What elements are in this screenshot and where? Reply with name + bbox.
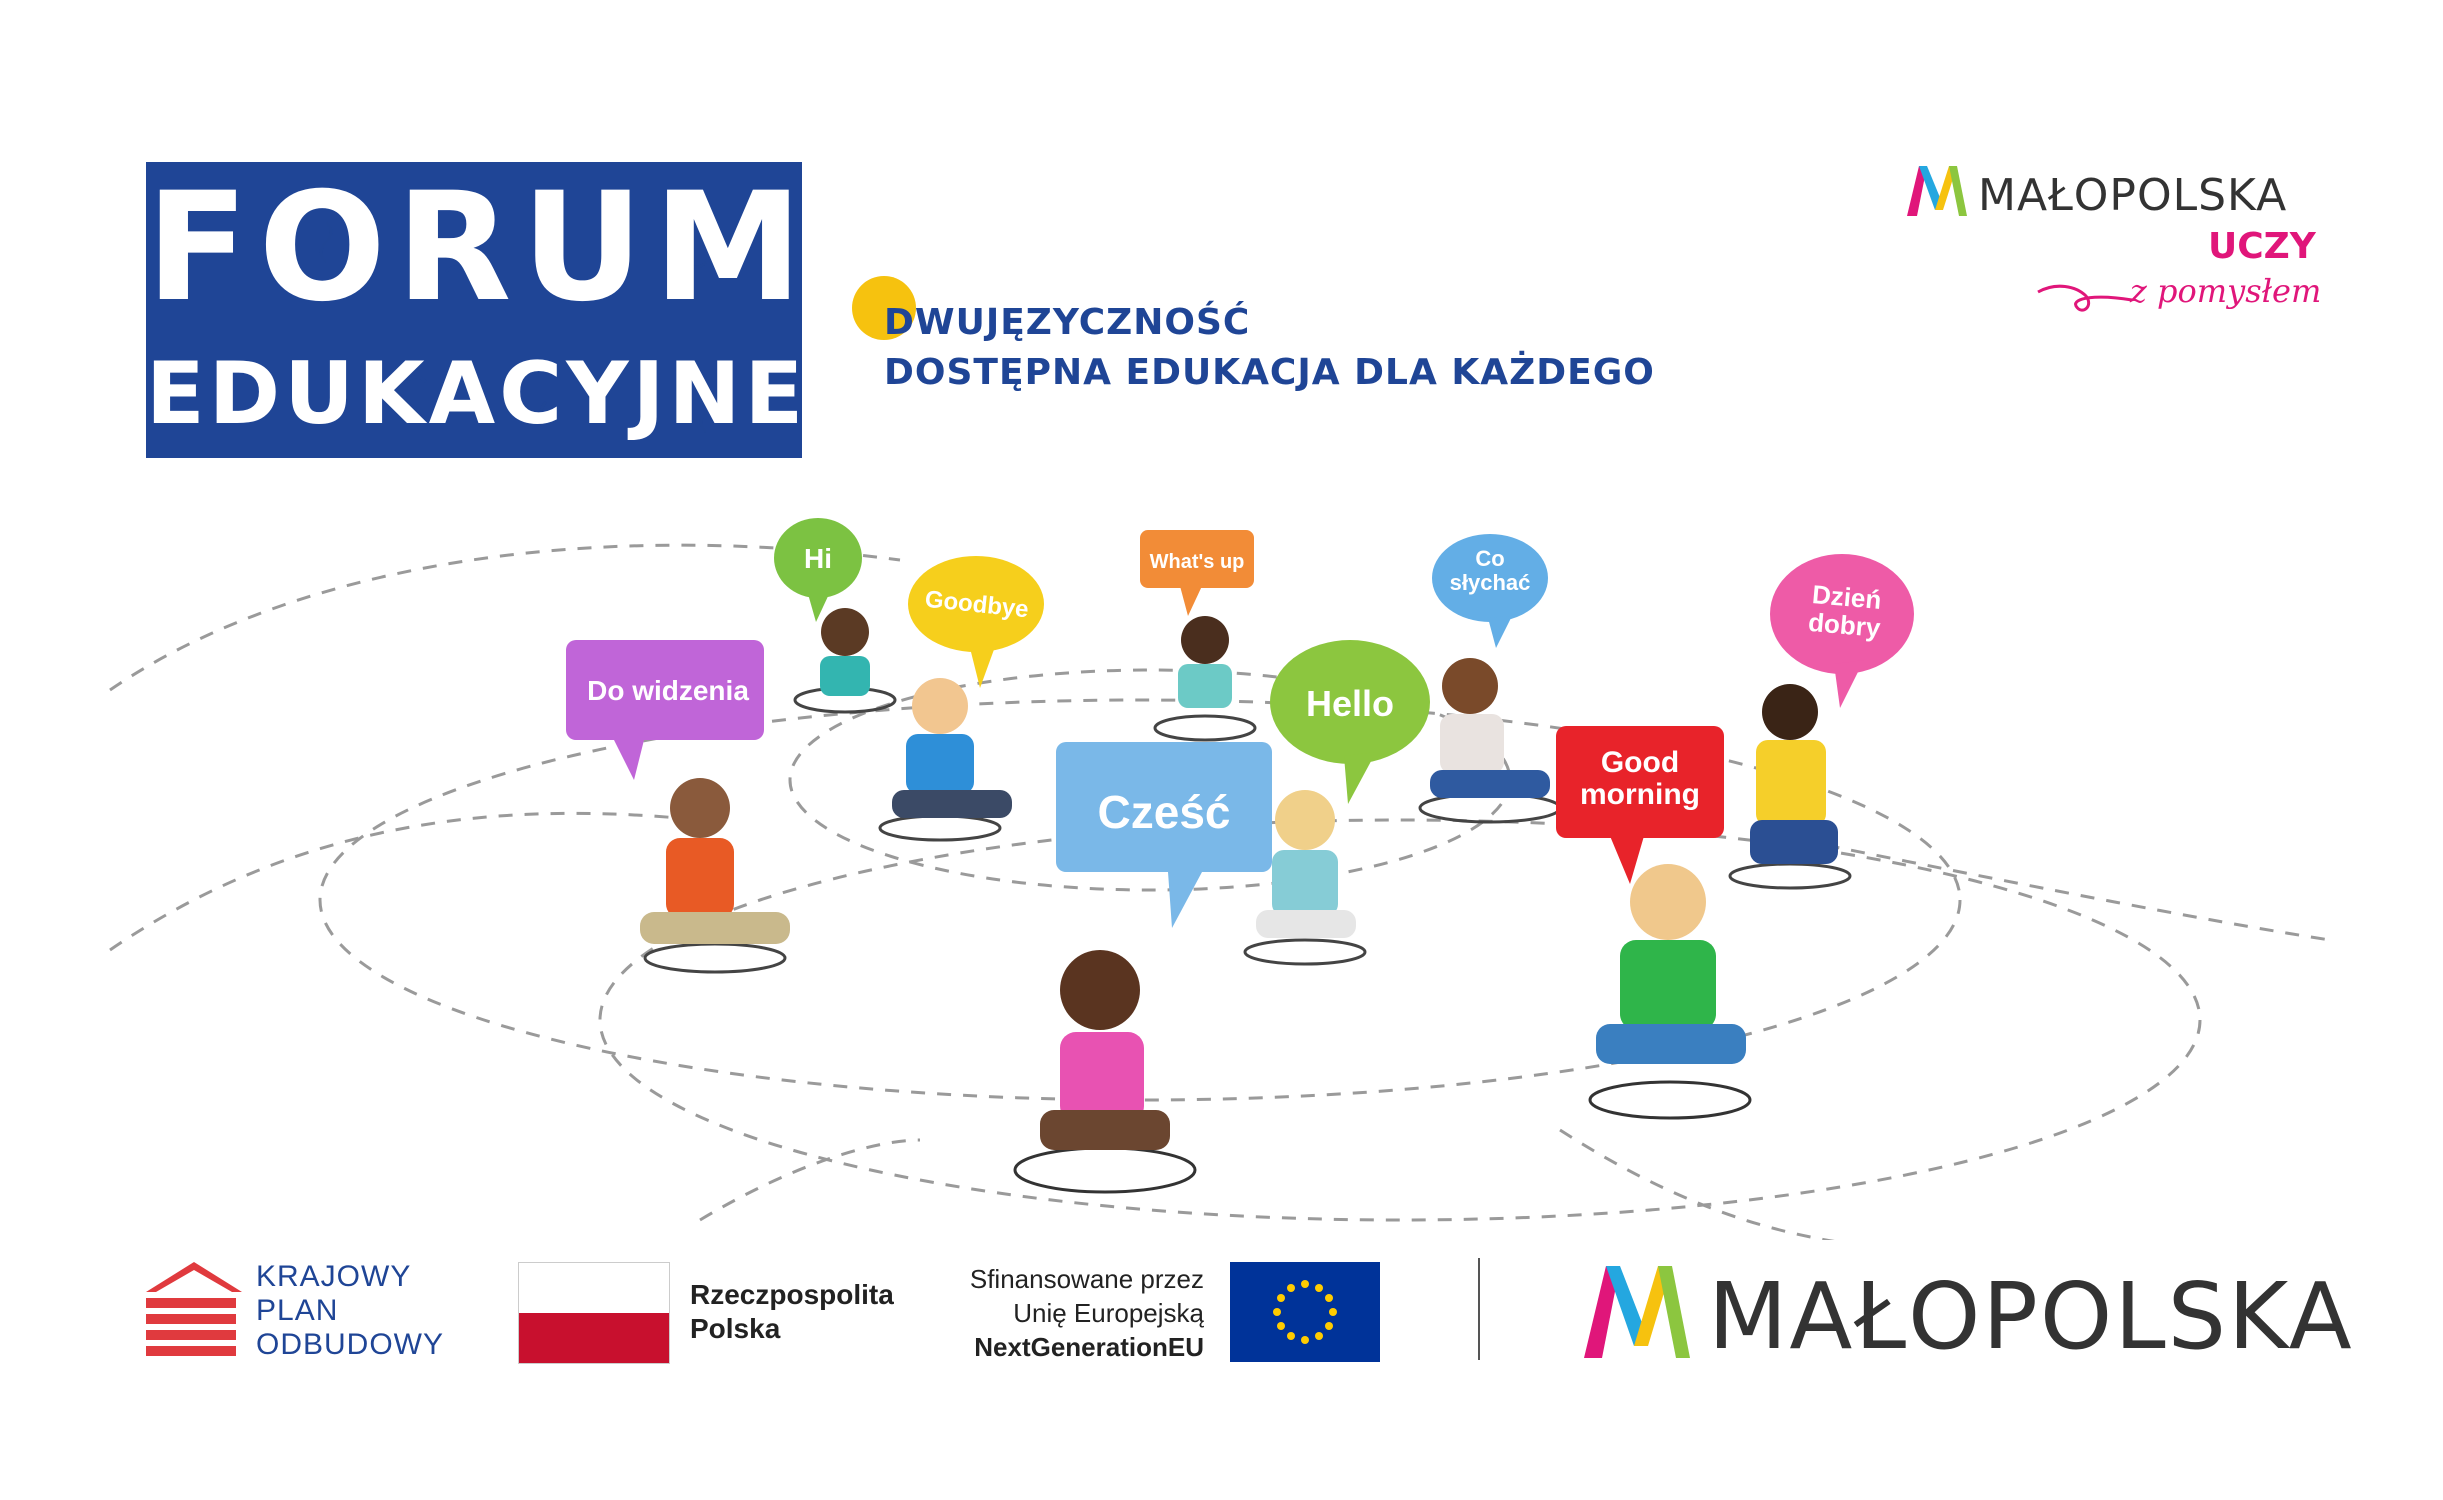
dzien-line: Dzień: [1811, 579, 1883, 615]
speech-bubble-czesc: Cześć: [1056, 742, 1272, 928]
eu-stars-icon: [1273, 1280, 1337, 1344]
malopolska-brand-name: MAŁOPOLSKA: [1708, 1263, 2354, 1370]
puzzle-pattern: [184, 195, 713, 434]
co-line: Co: [1475, 546, 1504, 571]
malopolska-uczy-slogan: z pomysłem: [2130, 272, 2322, 310]
good-line: Good: [1601, 746, 1679, 779]
malopolska-logo-icon: [1584, 1266, 1690, 1358]
speech-bubble-hi: Hi: [774, 518, 862, 622]
eu-line1: Sfinansowane przez: [969, 1264, 1204, 1294]
rzeczpospolita-polska-label: Rzeczpospolita Polska: [690, 1278, 894, 1346]
polish-flag-icon: [518, 1262, 670, 1364]
morning-line: morning: [1580, 778, 1700, 811]
malopolska-uczy-label: UCZY: [2208, 226, 2316, 267]
kpo-line1: KRAJOWY: [256, 1260, 412, 1293]
eu-line2: Unię Europejską: [1013, 1298, 1204, 1328]
krajowy-plan-odbudowy-icon: [146, 1262, 242, 1356]
bubble-text-whats-up: What's up: [1150, 551, 1245, 573]
bubble-text-do-widzenia: Do widzenia: [587, 675, 749, 706]
speech-bubble-do-widzenia: Do widzenia: [566, 640, 764, 780]
bubble-text-hello: Hello: [1306, 683, 1394, 724]
forum-logo-line2: EDUKACYJNE: [146, 344, 808, 444]
forum-logo-line1: FORUM: [146, 161, 813, 335]
forum-edukacyjne-logo: FORUM EDUKACYJNE: [146, 161, 813, 458]
speech-bubble-goodbye: Goodbye: [908, 556, 1044, 688]
footer-divider: [1478, 1258, 1480, 1360]
eu-flag-icon: [1230, 1262, 1380, 1362]
tagline-bilingualism: DWUJĘZYCZNOŚĆ: [884, 302, 1251, 343]
bubble-text-hi: Hi: [804, 543, 832, 574]
tagline-accessible-education: DOSTĘPNA EDUKACJA DLA KAŻDEGO: [884, 352, 1655, 393]
bubble-text-czesc: Cześć: [1098, 786, 1231, 838]
dobry-line: dobry: [1807, 607, 1882, 643]
poland-line2: Polska: [690, 1313, 781, 1344]
children-group: [640, 608, 1852, 1194]
eu-line3: NextGenerationEU: [974, 1332, 1204, 1362]
speech-bubble-hello: Hello: [1270, 640, 1430, 804]
poland-line1: Rzeczpospolita: [690, 1279, 894, 1310]
speech-bubble-whats-up: What's up: [1140, 530, 1254, 616]
malopolska-uczy-title: MAŁOPOLSKA: [1978, 170, 2288, 221]
eu-funding-label: Sfinansowane przez Unię Europejską NextG…: [900, 1262, 1204, 1364]
speech-bubble-dzien-dobry: Dzieńdobry: [1770, 554, 1914, 708]
kpo-line3: ODBUDOWY: [256, 1328, 444, 1361]
bubble-text-dzien-dobry: Dzieńdobry: [1807, 579, 1885, 643]
slychac-line: słychać: [1450, 570, 1531, 595]
kpo-label: KRAJOWY PLAN ODBUDOWY: [256, 1260, 444, 1362]
kpo-line2: PLAN: [256, 1294, 339, 1327]
yellow-dot-icon: [852, 276, 916, 340]
malopolska-m-icon: [1907, 166, 1967, 216]
swirl-icon: [2037, 284, 2133, 312]
